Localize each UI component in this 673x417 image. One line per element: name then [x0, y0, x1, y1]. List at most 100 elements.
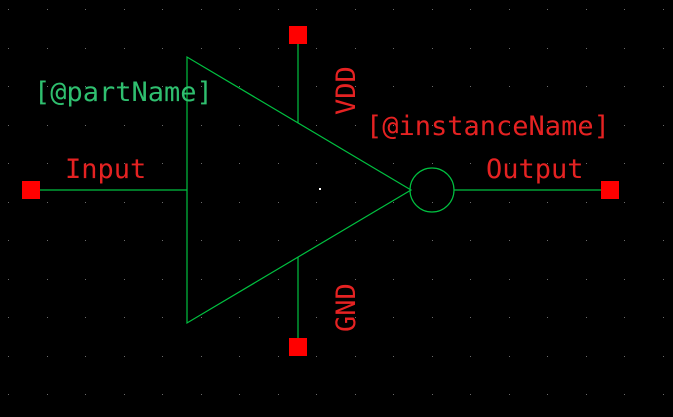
grid-dot — [316, 125, 317, 126]
grid-dot — [509, 9, 510, 10]
grid-dot — [85, 240, 86, 241]
grid-dot — [663, 240, 664, 241]
grid-dot — [547, 163, 548, 164]
grid-dot — [162, 125, 163, 126]
grid-dot — [393, 125, 394, 126]
grid-dot — [278, 317, 279, 318]
grid-dot — [8, 356, 9, 357]
grid-dot — [201, 86, 202, 87]
grid-dot — [162, 86, 163, 87]
grid-dot — [8, 9, 9, 10]
grid-dot — [355, 394, 356, 395]
grid-dot — [586, 125, 587, 126]
gnd-pin[interactable] — [289, 338, 307, 356]
grid-dot — [8, 240, 9, 241]
grid-dot — [239, 163, 240, 164]
grid-dot — [355, 48, 356, 49]
grid-dot — [316, 279, 317, 280]
grid-dot — [432, 317, 433, 318]
grid-dot — [201, 279, 202, 280]
grid-dot — [47, 356, 48, 357]
grid-dot — [47, 202, 48, 203]
grid-dot — [355, 356, 356, 357]
grid-dot — [47, 240, 48, 241]
grid-dot — [278, 202, 279, 203]
grid-dot — [8, 317, 9, 318]
grid-dot — [586, 86, 587, 87]
grid-dot — [432, 202, 433, 203]
grid-dot — [663, 9, 664, 10]
grid-dot — [470, 125, 471, 126]
grid-dot — [586, 202, 587, 203]
grid-dot — [8, 48, 9, 49]
grid-dot — [85, 317, 86, 318]
output-pin[interactable] — [601, 181, 619, 199]
grid-dot — [393, 48, 394, 49]
grid-dot — [547, 394, 548, 395]
grid-dot — [124, 9, 125, 10]
grid-dot — [509, 202, 510, 203]
grid-dot — [547, 240, 548, 241]
grid-dot — [278, 125, 279, 126]
grid-dot — [393, 202, 394, 203]
grid-dot — [432, 125, 433, 126]
grid-dot — [85, 279, 86, 280]
grid-dot — [124, 356, 125, 357]
grid-dot — [432, 240, 433, 241]
grid-dot — [162, 163, 163, 164]
grid-dot — [162, 356, 163, 357]
output-pin-label: Output — [486, 154, 584, 185]
grid-dot — [470, 86, 471, 87]
grid-dot — [201, 125, 202, 126]
grid-dots — [8, 9, 664, 395]
grid-dot — [470, 202, 471, 203]
instance-name-label[interactable]: [@instanceName] — [366, 111, 610, 142]
grid-dot — [432, 86, 433, 87]
grid-dot — [8, 394, 9, 395]
grid-dot — [278, 9, 279, 10]
grid-dot — [470, 356, 471, 357]
grid-dot — [355, 163, 356, 164]
grid-dot — [624, 202, 625, 203]
grid-dot — [432, 279, 433, 280]
grid-dot — [393, 317, 394, 318]
input-pin[interactable] — [22, 181, 40, 199]
grid-dot — [124, 394, 125, 395]
inverter-bubble[interactable] — [409, 167, 455, 213]
grid-dot — [547, 48, 548, 49]
grid-dot — [124, 279, 125, 280]
vdd-pin[interactable] — [289, 26, 307, 44]
grid-dot — [624, 356, 625, 357]
grid-dot — [355, 317, 356, 318]
grid-dot — [470, 317, 471, 318]
grid-dot — [509, 86, 510, 87]
grid-dot — [316, 240, 317, 241]
grid-dot — [547, 356, 548, 357]
grid-dot — [201, 48, 202, 49]
grid-dot — [432, 9, 433, 10]
grid-dot — [393, 279, 394, 280]
grid-dot — [278, 279, 279, 280]
grid-dot — [624, 125, 625, 126]
grid-dot — [663, 394, 664, 395]
grid-dot — [547, 125, 548, 126]
grid-dot — [162, 9, 163, 10]
grid-dot — [85, 125, 86, 126]
grid-dot — [239, 125, 240, 126]
grid-dot — [278, 86, 279, 87]
grid-dot — [201, 9, 202, 10]
grid-dot — [85, 356, 86, 357]
part-name-label[interactable]: [@partName] — [34, 77, 213, 108]
grid-dot — [470, 394, 471, 395]
inverter-triangle[interactable] — [186, 55, 413, 325]
grid-dot — [624, 279, 625, 280]
grid-dot — [470, 240, 471, 241]
grid-dot — [201, 394, 202, 395]
grid-dot — [162, 317, 163, 318]
grid-dot — [432, 163, 433, 164]
grid-dot — [162, 202, 163, 203]
grid-dot — [201, 240, 202, 241]
grid-dot — [201, 202, 202, 203]
